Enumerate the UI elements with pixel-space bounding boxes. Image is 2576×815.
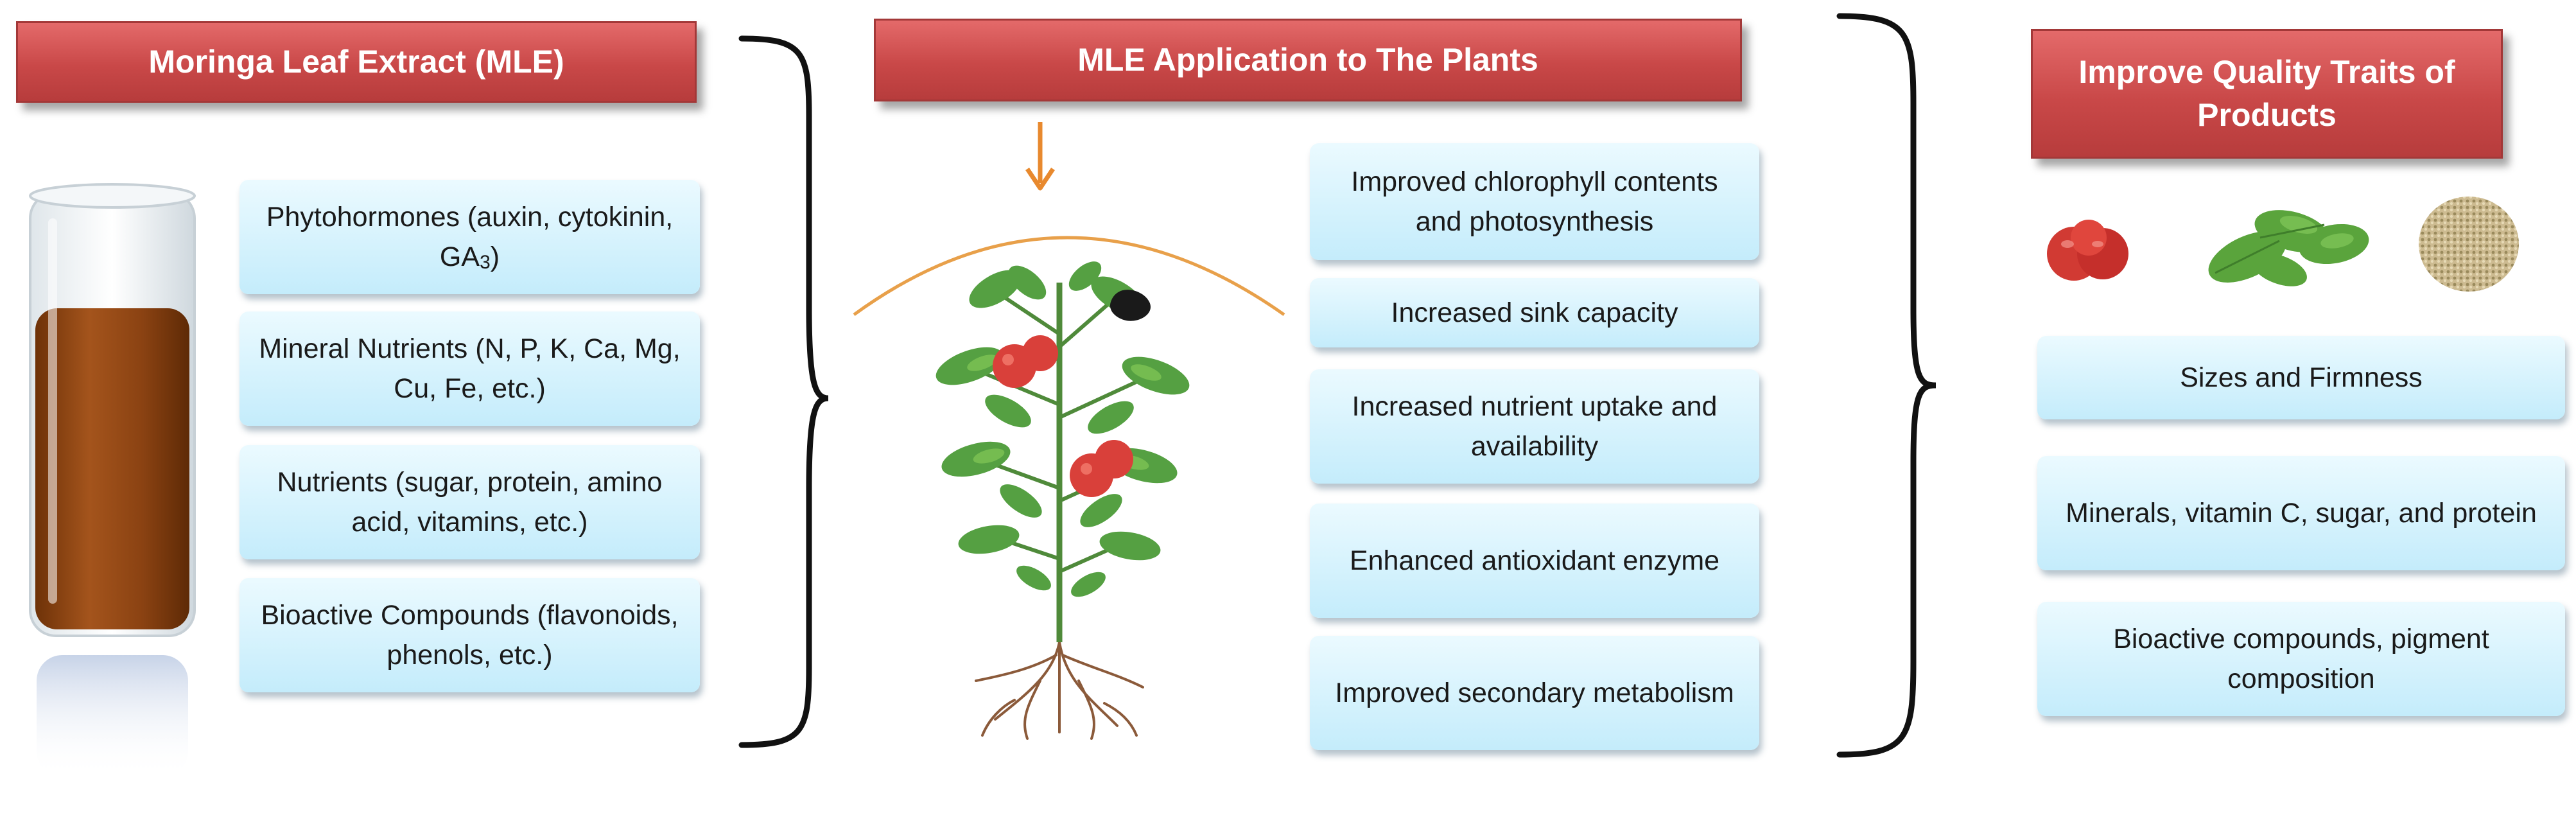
header-moringa-leaf-extract: Moringa Leaf Extract (MLE) (16, 21, 697, 103)
header-mle-application: MLE Application to The Plants (874, 19, 1742, 101)
application-item-sink-capacity: Increased sink capacity (1310, 278, 1759, 347)
beaker-illustration (29, 183, 196, 777)
tomato-icon (2047, 220, 2128, 281)
quality-item-minerals: Minerals, vitamin C, sugar, and protein (2037, 456, 2565, 570)
brace-right (1836, 13, 1936, 758)
tomato-plant-illustration (936, 261, 1190, 740)
extract-item-nutrients: Nutrients (sugar, protein, amino acid, v… (239, 445, 700, 559)
extract-item-bioactive-compounds: Bioactive Compounds (flavonoids, phenols… (239, 578, 700, 692)
brace-left (738, 35, 829, 748)
application-item-nutrient-uptake: Increased nutrient uptake and availabili… (1310, 369, 1759, 484)
extract-item-phytohormones-text: Phytohormones (auxin, cytokinin, GA3) (266, 201, 674, 273)
quality-item-sizes-firmness: Sizes and Firmness (2037, 336, 2565, 419)
seeds-icon (2419, 197, 2519, 292)
application-item-secondary-metabolism: Improved secondary metabolism (1310, 636, 1759, 750)
extract-item-phytohormones: Phytohormones (auxin, cytokinin, GA3) (239, 180, 700, 294)
header-improve-quality-traits: Improve Quality Traits of Products (2031, 29, 2503, 159)
down-arrow-icon (1025, 122, 1055, 191)
quality-item-bioactive-pigment: Bioactive compounds, pigment composition (2037, 602, 2565, 716)
application-arc (853, 236, 1285, 317)
extract-item-mineral-nutrients: Mineral Nutrients (N, P, K, Ca, Mg, Cu, … (239, 311, 700, 426)
application-item-chlorophyll: Improved chlorophyll contents and photos… (1310, 143, 1759, 260)
application-item-antioxidant-enzyme: Enhanced antioxidant enzyme (1310, 504, 1759, 618)
basil-leaves-icon (2208, 210, 2369, 286)
